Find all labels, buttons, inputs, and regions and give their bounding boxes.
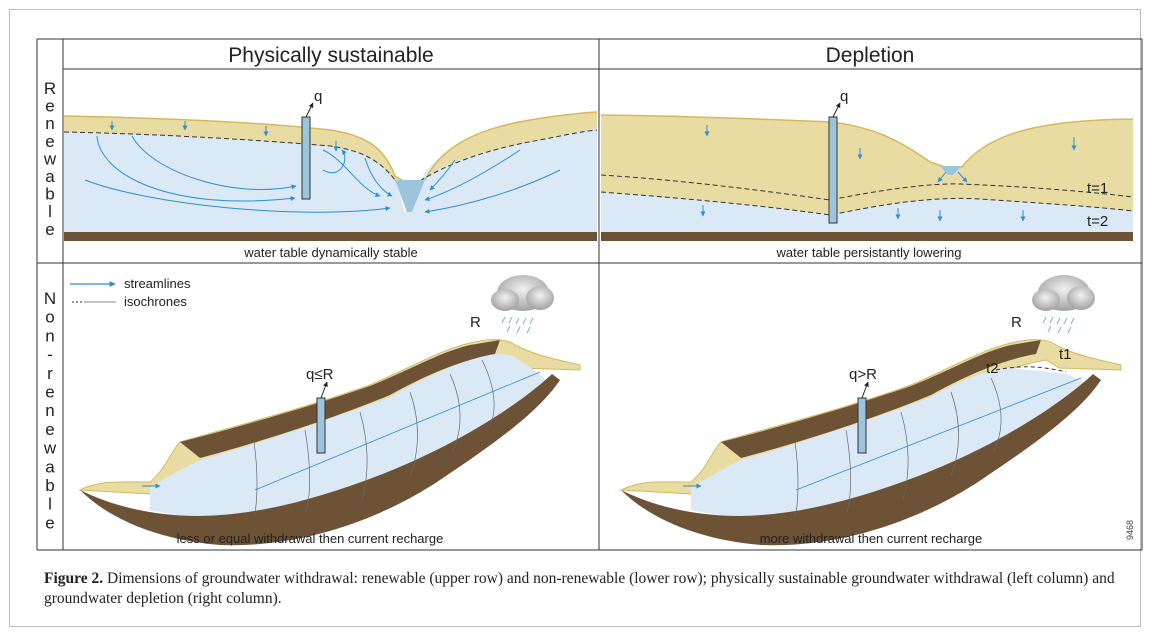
panel-caption: water table persistantly lowering bbox=[776, 245, 962, 260]
row-label-letter: l bbox=[48, 202, 52, 221]
row-label-letter: e bbox=[45, 97, 54, 116]
row-label-letter: b bbox=[45, 476, 54, 495]
row-label-letter: e bbox=[45, 220, 54, 239]
row-label-letter: o bbox=[45, 308, 54, 327]
panel-renewable-depletion: q t=1 t=2 water table persistantly lower… bbox=[600, 88, 1134, 260]
figure-id: 9468 bbox=[1125, 520, 1135, 540]
panel-caption: more withdrawal then current recharge bbox=[760, 531, 983, 546]
row-label-letter: R bbox=[44, 79, 56, 98]
recharge-label: R bbox=[470, 314, 481, 331]
groundwater-diagram: Physically sustainable Depletion Renewab… bbox=[36, 38, 1143, 551]
isochrone-label-t2: t=2 bbox=[1087, 213, 1108, 230]
row-label-letter: e bbox=[45, 420, 54, 439]
well-icon bbox=[828, 116, 838, 224]
row-label-letter: a bbox=[45, 167, 55, 186]
streamlines-top-left bbox=[84, 135, 561, 214]
row-label-letter: e bbox=[45, 132, 54, 151]
row-label-letter: a bbox=[45, 457, 55, 476]
panel-caption: water table dynamically stable bbox=[243, 245, 417, 260]
well-icon bbox=[316, 397, 326, 454]
row-label-non-renewable: Non-renewable bbox=[43, 289, 57, 532]
recharge-label: R bbox=[1011, 314, 1022, 331]
row-label-letter: N bbox=[44, 289, 56, 308]
bedrock bbox=[601, 232, 1133, 241]
row-label-letter: n bbox=[45, 114, 54, 133]
figure-caption: Figure 2. Dimensions of groundwater with… bbox=[44, 569, 1124, 609]
column-header-depletion: Depletion bbox=[826, 44, 915, 67]
well-icon bbox=[301, 116, 311, 200]
row-label-letter: l bbox=[48, 495, 52, 514]
row-label-letter: n bbox=[45, 401, 54, 420]
figure-frame bbox=[9, 9, 1141, 627]
panel-renewable-sustainable: q water table dynamically stable bbox=[63, 88, 598, 260]
column-header-sustainable: Physically sustainable bbox=[228, 44, 433, 67]
rain-cloud-icon bbox=[491, 275, 554, 334]
well-label: q≤R bbox=[306, 366, 334, 383]
row-label-letter: b bbox=[45, 185, 54, 204]
well-label: q bbox=[314, 88, 322, 105]
panel-non-renewable-depletion: q>R R t2 t1 more withdrawal then current… bbox=[619, 275, 1122, 546]
row-label-letter: n bbox=[45, 326, 54, 345]
bedrock bbox=[64, 232, 597, 241]
well-label: q bbox=[840, 88, 848, 105]
well-icon bbox=[857, 397, 867, 454]
legend-label: isochrones bbox=[124, 294, 187, 309]
legend-label: streamlines bbox=[124, 276, 191, 291]
well-label: q>R bbox=[849, 366, 877, 383]
row-label-letter: r bbox=[47, 364, 53, 383]
panel-caption: less or equal withdrawal then current re… bbox=[177, 531, 444, 546]
panel-non-renewable-sustainable: q≤R R less or equal withdrawal then curr… bbox=[78, 275, 581, 546]
row-label-letter: - bbox=[47, 345, 53, 364]
row-label-letter: e bbox=[45, 513, 54, 532]
time-label-t2: t2 bbox=[986, 360, 999, 377]
isochrone-label-t1: t=1 bbox=[1087, 180, 1108, 197]
caption-label: Figure 2. bbox=[44, 570, 104, 587]
row-label-letter: w bbox=[43, 439, 57, 458]
time-label-t1: t1 bbox=[1059, 346, 1072, 363]
row-label-letter: e bbox=[45, 383, 54, 402]
caption-text: Dimensions of groundwater withdrawal: re… bbox=[44, 570, 1115, 607]
panel-grid bbox=[36, 38, 1143, 551]
rain-cloud-icon bbox=[1032, 275, 1095, 334]
legend: streamlines isochrones bbox=[70, 276, 191, 309]
row-label-letter: w bbox=[43, 149, 57, 168]
